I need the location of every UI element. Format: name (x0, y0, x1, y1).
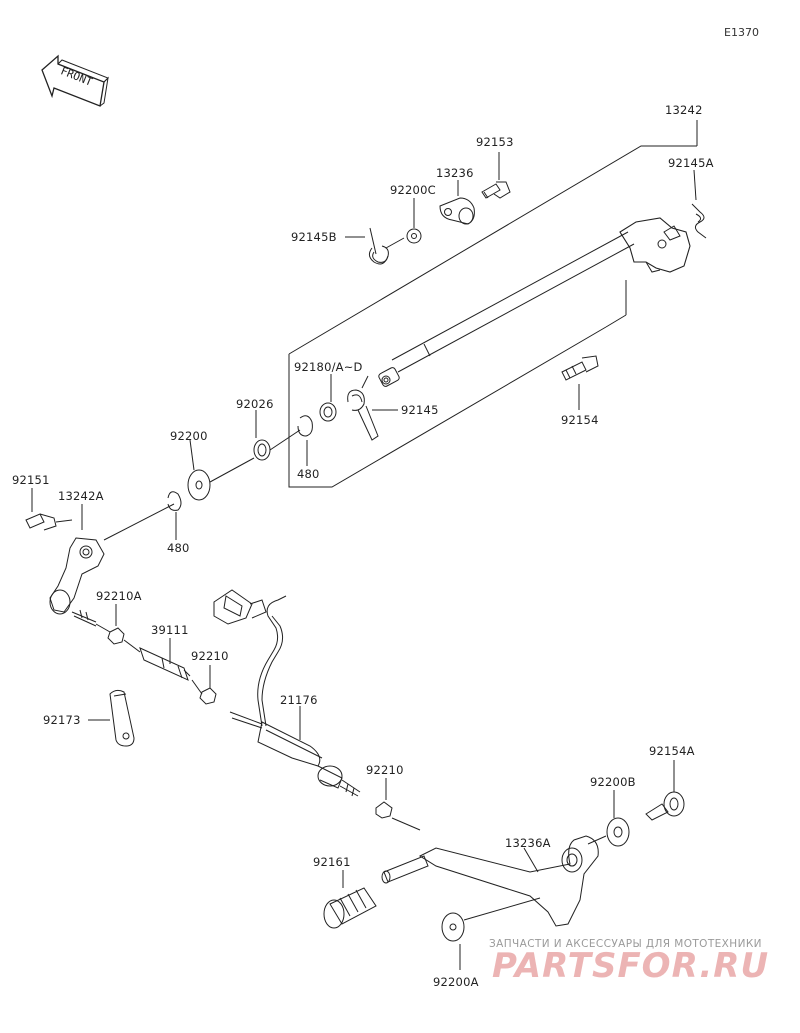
collar-92180 (319, 402, 337, 422)
label-13236a: 13236A (505, 836, 551, 850)
label-13242a: 13242A (58, 489, 104, 503)
diagram-code: E1370 (724, 26, 759, 39)
watermark-logo: PARTSFOR.RU (492, 946, 770, 986)
washer-92200b (606, 817, 630, 847)
label-92210-upper: 92210 (191, 649, 229, 663)
label-13236: 13236 (436, 166, 474, 180)
rubber-92161 (323, 887, 377, 929)
label-92026: 92026 (236, 397, 274, 411)
label-92151: 92151 (12, 473, 50, 487)
nut-92210-upper (199, 687, 217, 705)
watermark-tagline: ЗАПЧАСТИ И АКСЕССУАРЫ ДЛЯ МОТОТЕХНИКИ (489, 938, 762, 950)
label-92200c: 92200C (390, 183, 436, 197)
label-92154a: 92154A (649, 744, 695, 758)
rod-end-bolt (71, 609, 97, 627)
label-92173: 92173 (43, 713, 81, 727)
label-13242: 13242 (665, 103, 703, 117)
label-21176: 21176 (280, 693, 318, 707)
rod-39111 (139, 647, 191, 681)
label-92200b: 92200B (590, 775, 636, 789)
label-92210-lower: 92210 (366, 763, 404, 777)
lever-13236 (439, 197, 475, 225)
circlip-480-lower (167, 491, 182, 511)
label-92153: 92153 (476, 135, 514, 149)
label-92145b: 92145B (291, 230, 337, 244)
clip-92173 (109, 689, 135, 747)
spring-92145a (691, 203, 707, 239)
shift-shaft (378, 217, 691, 387)
bolt-92151 (25, 513, 73, 531)
stud-92154 (561, 355, 599, 381)
bolt-92153 (481, 181, 511, 199)
nut-92210a (107, 627, 125, 645)
label-92161: 92161 (313, 855, 351, 869)
label-92200a: 92200A (433, 975, 479, 989)
assembly-frame (288, 120, 698, 488)
label-92200: 92200 (170, 429, 208, 443)
washer-92026 (253, 439, 271, 461)
shift-pedal-13236a (381, 835, 599, 927)
label-39111: 39111 (151, 623, 189, 637)
label-480-lower: 480 (167, 541, 190, 555)
washer-92200a (441, 912, 465, 942)
spring-92145 (347, 375, 379, 441)
shift-arm-13242a (49, 537, 105, 615)
label-92210a: 92210A (96, 589, 142, 603)
washer-92200 (187, 469, 211, 501)
nut-92210-lower (375, 801, 393, 819)
front-arrow-icon (41, 54, 109, 107)
stud-92154a (645, 791, 685, 821)
circlip-480-upper (297, 415, 313, 437)
label-92145a: 92145A (668, 156, 714, 170)
spring-92145b (368, 227, 405, 265)
label-92145: 92145 (401, 403, 439, 417)
label-92180: 92180/A~D (294, 360, 363, 374)
washer-92200c (406, 228, 422, 244)
label-92154: 92154 (561, 413, 599, 427)
label-480-upper: 480 (297, 467, 320, 481)
sensor-21176 (213, 589, 361, 797)
